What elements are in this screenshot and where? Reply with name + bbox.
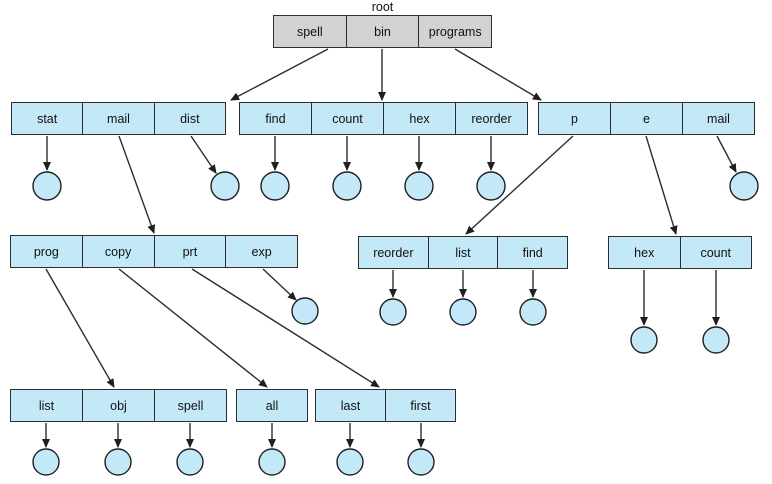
file-circle [258, 448, 286, 476]
file-circle [291, 297, 319, 325]
file-circle [449, 298, 477, 326]
file-circle [407, 448, 435, 476]
node-l3-right: hex count [608, 236, 752, 269]
cell-p: p [571, 111, 578, 126]
node-l2-mid: find count hex reorder [239, 102, 528, 135]
cell-spell2: spell [154, 390, 226, 421]
file-circle [404, 171, 434, 201]
cell-root-programs: programs [418, 16, 491, 47]
file-circle [104, 448, 132, 476]
cell-mail: mail [82, 103, 153, 134]
node-l3-mid: reorder list find [358, 236, 568, 269]
node-l2-right: p e mail [538, 102, 755, 135]
cell-list3: list [38, 398, 55, 413]
cell-list2: list [427, 237, 498, 268]
cell-prog: prog [33, 244, 59, 259]
cell-find2: find [497, 237, 567, 268]
cell-hex: hex [383, 103, 455, 134]
file-circle [32, 448, 60, 476]
file-circle [702, 326, 730, 354]
cell-prt: prt [153, 236, 226, 267]
file-circle [332, 171, 362, 201]
edge-exp-to-file [262, 268, 297, 301]
cell-dist: dist [153, 103, 225, 134]
root-label: root [371, 0, 394, 14]
edge-prt-to-l4right [191, 268, 380, 388]
file-circle [32, 171, 62, 201]
file-circle [336, 448, 364, 476]
file-circle [630, 326, 658, 354]
node-l4-right: last first [315, 389, 456, 422]
file-circle [176, 448, 204, 476]
cell-stat: stat [37, 111, 58, 126]
edge-dist-to-file [190, 135, 217, 174]
cell-copy: copy [81, 236, 154, 267]
cell-hex2: hex [634, 245, 655, 260]
file-circle [476, 171, 506, 201]
cell-reorder: reorder [455, 103, 527, 134]
file-circle [519, 298, 547, 326]
cell-count: count [311, 103, 383, 134]
cell-reorder2: reorder [373, 245, 414, 260]
cell-obj: obj [82, 390, 154, 421]
node-root: spell bin programs [273, 15, 492, 48]
node-l4-mid: all [236, 389, 308, 422]
edge-p-to-l3mid [465, 135, 574, 235]
cell-e: e [610, 103, 682, 134]
file-circle [260, 171, 290, 201]
cell-root-spell: spell [296, 24, 323, 39]
cell-exp: exp [225, 236, 297, 267]
cell-count2: count [679, 237, 752, 268]
edge-e-to-l3right [645, 135, 678, 235]
edge-prog-to-l4left [45, 268, 115, 388]
file-circle [210, 171, 240, 201]
node-l2-left: stat mail dist [11, 102, 226, 135]
cell-all: all [265, 398, 279, 413]
edge-mail2-to-file [716, 135, 737, 173]
cell-root-bin: bin [345, 16, 419, 47]
edge-copy-to-l4mid [118, 268, 268, 388]
edge-mail-to-l3left [118, 135, 156, 234]
cell-last: last [340, 398, 361, 413]
cell-mail2: mail [682, 103, 754, 134]
cell-first: first [385, 390, 455, 421]
edge-programs-to-l2right [454, 48, 542, 101]
file-circle [379, 298, 407, 326]
cell-find: find [265, 111, 286, 126]
file-circle [729, 171, 759, 201]
node-l4-left: list obj spell [10, 389, 227, 422]
edge-spell-to-l2left [230, 48, 329, 101]
node-l3-left: prog copy prt exp [10, 235, 298, 268]
